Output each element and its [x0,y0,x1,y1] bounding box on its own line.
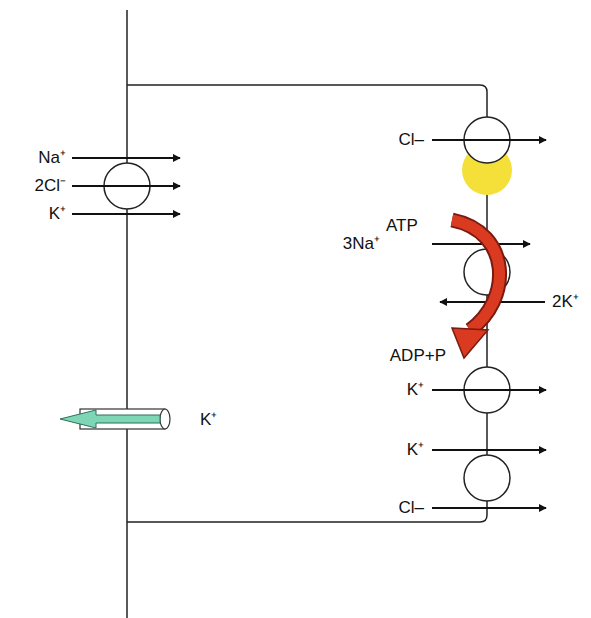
membrane-line [126,10,128,618]
ion-label: K⁺ [407,381,424,400]
k-channel [60,409,170,429]
ion-label: K⁺ [407,441,424,460]
ion-label: K⁺ [49,205,66,224]
ion-label: Cl– [398,499,424,518]
cell-outline [127,85,487,522]
ion-label: K⁺ [200,411,217,430]
ion-label: 3Na⁺ [343,235,380,254]
ion-label: Cl– [398,131,424,150]
cotransporter-circle [464,455,510,501]
energy-label: ADP+P [390,347,446,366]
atp-arrow [452,220,500,358]
energy-label: ATP [386,217,418,236]
ion-label: 2Cl⁻ [34,177,66,196]
ion-label: Na⁺ [38,149,66,168]
flux-arrows [72,140,546,508]
ion-label: 2K⁺ [552,293,579,312]
